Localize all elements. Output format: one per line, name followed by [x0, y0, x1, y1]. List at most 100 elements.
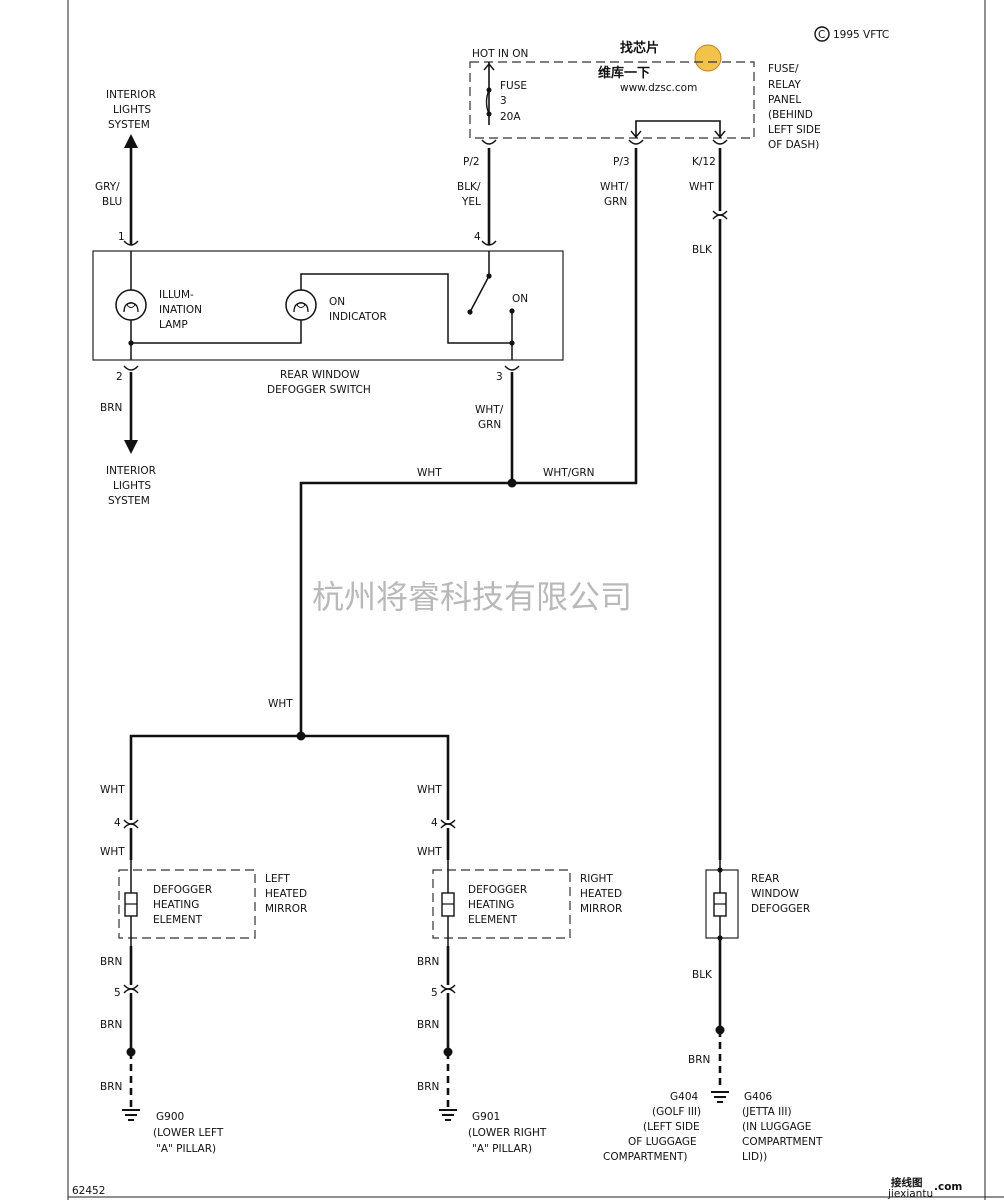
- svg-text:G900: G900: [156, 1111, 184, 1123]
- left-element-label: DEFOGGER HEATING ELEMENT: [153, 884, 212, 926]
- right-mirror-connector-5: 5: [431, 984, 456, 999]
- svg-text:1: 1: [118, 231, 125, 243]
- illumination-lamp-icon: [115, 289, 147, 321]
- switch-pin2: 2: [116, 365, 139, 383]
- svg-text:WINDOW: WINDOW: [751, 888, 800, 900]
- g404-label: G404 (GOLF III) (LEFT SIDE OF LUGGAGE CO…: [603, 1091, 701, 1163]
- bottom-watermark-logo: 接线图 .com jiexiantu: [887, 1176, 962, 1200]
- fuse-panel-label: FUSE/ RELAY PANEL (BEHIND LEFT SIDE OF D…: [768, 63, 821, 151]
- ground-icon: [439, 1109, 457, 1121]
- left-mirror-box: [118, 869, 256, 939]
- splice-point: [507, 478, 517, 488]
- svg-text:DEFOGGER: DEFOGGER: [751, 903, 810, 915]
- switch-on-label: ON: [512, 293, 528, 305]
- wire-label-right-wht-below: WHT: [417, 846, 442, 858]
- svg-text:COMPARTMENT: COMPARTMENT: [742, 1136, 823, 1148]
- wire-label-left-wht-above: WHT: [100, 784, 125, 796]
- svg-text:G404: G404: [670, 1091, 698, 1103]
- ground-icon: [711, 1091, 729, 1103]
- fuse-panel-box: [469, 61, 755, 139]
- svg-text:5: 5: [114, 987, 121, 999]
- wire-label-wht-mid: WHT: [268, 698, 293, 710]
- svg-text:(IN LUGGAGE: (IN LUGGAGE: [742, 1121, 811, 1133]
- svg-text:COMPARTMENT): COMPARTMENT): [603, 1151, 688, 1163]
- ground-leads: [129, 1030, 722, 1108]
- wire-label-left-brn-ground: BRN: [100, 1081, 122, 1093]
- svg-text:ELEMENT: ELEMENT: [468, 914, 518, 926]
- copyright-mark: C 1995 VFTC: [814, 26, 889, 42]
- wire-label-grn-fuse: GRN: [604, 196, 627, 208]
- svg-text:(BEHIND: (BEHIND: [768, 109, 813, 121]
- defogger-switch-box: [92, 250, 564, 361]
- svg-text:ILLUM-: ILLUM-: [159, 289, 194, 301]
- svg-text:4: 4: [114, 817, 121, 829]
- svg-text:.com: .com: [934, 1181, 962, 1193]
- wire-label-defogger-blk: BLK: [692, 969, 713, 981]
- svg-text:DEFOGGER: DEFOGGER: [153, 884, 212, 896]
- svg-text:HEATED: HEATED: [265, 888, 307, 900]
- svg-text:INTERIOR: INTERIOR: [106, 465, 156, 477]
- left-mirror-connector-4: 4: [114, 817, 139, 829]
- copyright-icon: [814, 26, 830, 42]
- center-watermark: 杭州将睿科技有限公司: [312, 578, 632, 616]
- wire-wht-grn-feed: [512, 148, 638, 485]
- wire-label-left-brn-above: BRN: [100, 956, 122, 968]
- svg-text:RELAY: RELAY: [768, 79, 801, 91]
- left-heating-element-icon: [124, 860, 138, 946]
- g900-label: G900 (LOWER LEFT "A" PILLAR): [153, 1111, 224, 1155]
- wire-label-wht-k12: WHT: [689, 181, 714, 193]
- wire-label-right-wht-above: WHT: [417, 784, 442, 796]
- svg-text:4: 4: [474, 231, 481, 243]
- svg-text:G901: G901: [472, 1111, 500, 1123]
- wire-label-wht-pin3: WHT/: [475, 404, 504, 416]
- svg-text:LAMP: LAMP: [159, 319, 188, 331]
- svg-text:2: 2: [116, 371, 123, 383]
- wire-wht-main: [299, 481, 512, 736]
- svg-text:LID)): LID)): [742, 1151, 767, 1163]
- watermark-line1: 找芯片: [620, 40, 659, 56]
- left-mirror-connector-5: 5: [114, 984, 139, 999]
- svg-text:接线图: 接线图: [891, 1176, 923, 1189]
- fuse-number: 3: [500, 95, 507, 107]
- wire-label-wht-grn-junction: WHT/GRN: [543, 467, 595, 479]
- svg-text:LIGHTS: LIGHTS: [113, 104, 151, 116]
- internal-bus: [635, 120, 721, 138]
- hot-in-on-label: HOT IN ON: [472, 48, 528, 60]
- g901-label: G901 (LOWER RIGHT "A" PILLAR): [468, 1111, 547, 1155]
- svg-text:REAR WINDOW: REAR WINDOW: [280, 369, 360, 381]
- wire-label-blk-upper: BLK: [692, 244, 713, 256]
- splice-point: [126, 1047, 136, 1057]
- wire-label-grn-pin3: GRN: [478, 419, 501, 431]
- ground-icon: [122, 1109, 140, 1121]
- connector-inline-blk: [712, 210, 728, 220]
- svg-text:OF DASH): OF DASH): [768, 139, 819, 151]
- wire-label-blu: BLU: [102, 196, 122, 208]
- watermark-line2: 维库一下: [598, 65, 650, 81]
- switch-pin1: 1: [118, 231, 139, 246]
- wire-label-right-brn-ground: BRN: [417, 1081, 439, 1093]
- wire-label-left-wht-below: WHT: [100, 846, 125, 858]
- wire-label-right-brn-below: BRN: [417, 1019, 439, 1031]
- wire-label-left-brn-below: BRN: [100, 1019, 122, 1031]
- on-indicator-label: ON INDICATOR: [329, 296, 387, 323]
- svg-text:G406: G406: [744, 1091, 772, 1103]
- svg-text:P/3: P/3: [613, 156, 630, 168]
- svg-text:(GOLF III): (GOLF III): [652, 1106, 701, 1118]
- wire-label-wht-junction: WHT: [417, 467, 442, 479]
- svg-text:REAR: REAR: [751, 873, 779, 885]
- interior-lights-bottom-label: INTERIOR LIGHTS SYSTEM: [106, 465, 156, 507]
- wire-label-blk: BLK/: [457, 181, 481, 193]
- svg-text:HEATING: HEATING: [153, 899, 199, 911]
- svg-text:RIGHT: RIGHT: [580, 873, 613, 885]
- svg-text:INDICATOR: INDICATOR: [329, 311, 387, 323]
- right-element-label: DEFOGGER HEATING ELEMENT: [468, 884, 527, 926]
- splice-point: [443, 1047, 453, 1057]
- wire-label-gry: GRY/: [95, 181, 120, 193]
- svg-text:LEFT: LEFT: [265, 873, 290, 885]
- wire-label-wht-fuse: WHT/: [600, 181, 629, 193]
- fuse-icon: [485, 89, 490, 115]
- interior-lights-top-label: INTERIOR LIGHTS SYSTEM: [106, 89, 156, 131]
- rear-defogger-label: REAR WINDOW DEFOGGER: [751, 873, 810, 915]
